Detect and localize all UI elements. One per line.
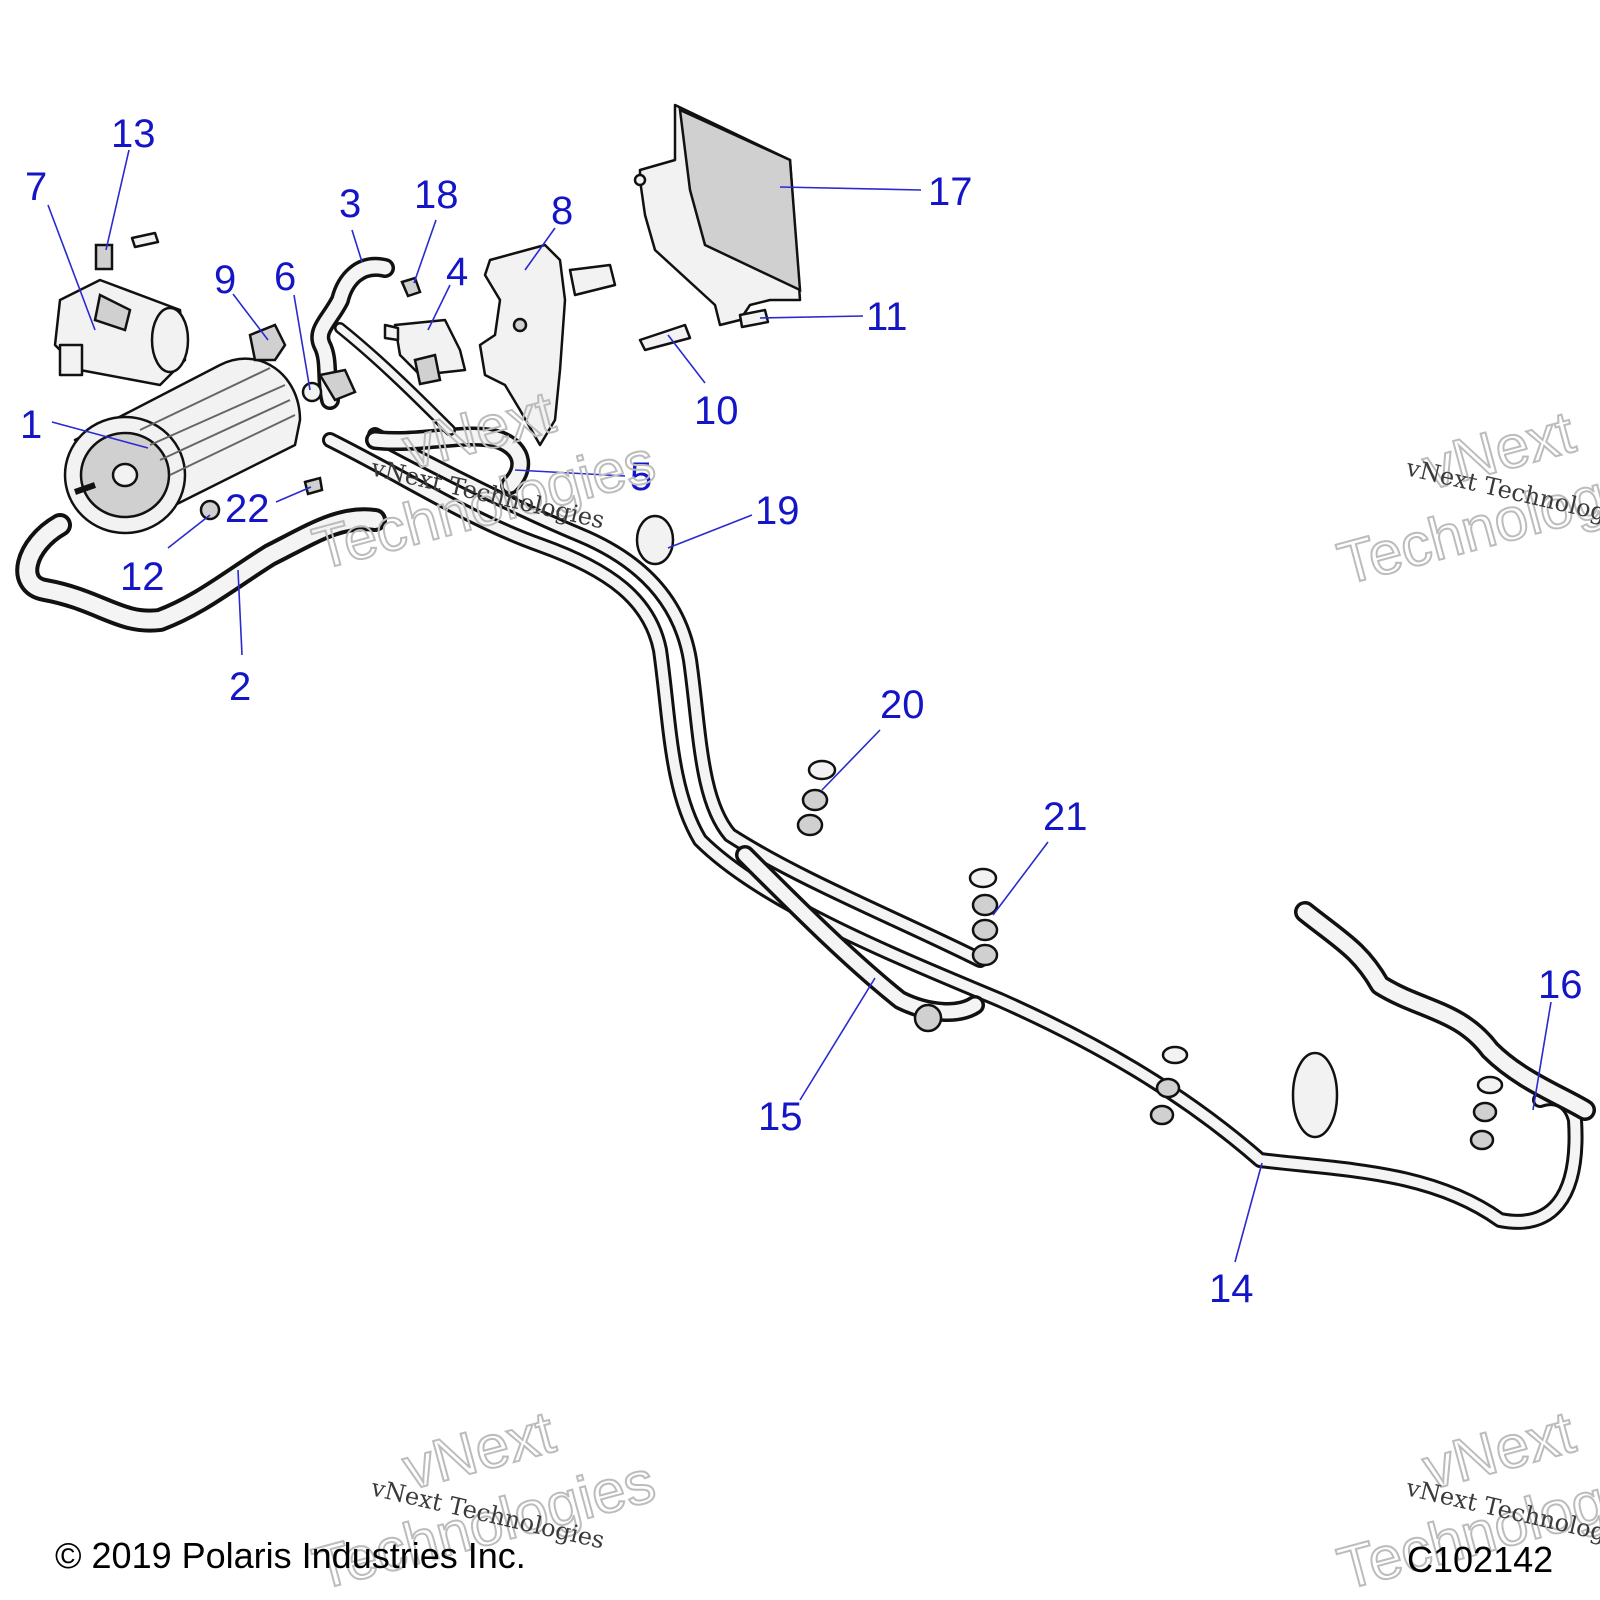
callout-14: 14 — [1209, 1267, 1254, 1311]
cable-tie — [1291, 1051, 1339, 1139]
nut-12 — [199, 499, 221, 521]
callout-13: 13 — [111, 112, 156, 156]
bolt-11 — [738, 308, 770, 329]
callout-6: 6 — [274, 255, 296, 299]
callout-labels: 1 2 3 4 5 6 7 8 9 10 11 12 13 14 15 16 1… — [20, 112, 1583, 1311]
clip-13 — [94, 243, 114, 271]
callout-22: 22 — [225, 487, 270, 531]
callout-5: 5 — [630, 455, 652, 499]
callout-3: 3 — [339, 182, 361, 226]
callout-7: 7 — [25, 165, 47, 209]
clip-stack-14b — [1469, 1075, 1504, 1151]
purge-valve — [383, 318, 467, 386]
clamp-6 — [301, 368, 357, 403]
callout-10: 10 — [694, 389, 739, 433]
callout-11: 11 — [866, 295, 908, 339]
callout-17: 17 — [928, 170, 973, 214]
copyright-text: © 2019 Polaris Industries Inc. — [55, 1535, 526, 1576]
callout-16: 16 — [1538, 963, 1583, 1007]
callout-18: 18 — [414, 173, 459, 217]
canister-box — [53, 278, 190, 387]
hose-group — [15, 256, 1596, 1230]
callout-20: 20 — [880, 683, 925, 727]
callout-9: 9 — [214, 258, 236, 302]
clip-stack-21 — [968, 867, 999, 967]
screw-13 — [130, 231, 160, 249]
clamp-19 — [635, 514, 675, 566]
clip-stack-20 — [796, 759, 837, 837]
callout-12: 12 — [120, 555, 165, 599]
canister — [63, 357, 302, 535]
callout-15: 15 — [758, 1095, 803, 1139]
clip-stack-14a — [1149, 1045, 1189, 1126]
diagram-id: C102142 — [1407, 1539, 1553, 1580]
callout-4: 4 — [446, 250, 468, 294]
callout-21: 21 — [1043, 795, 1088, 839]
bracket — [478, 243, 617, 447]
watermark-upper-right: vNext Technologies vNext Technologies — [1330, 397, 1600, 598]
clamp-18 — [400, 276, 422, 298]
leader-lines — [47, 149, 1552, 1263]
connector-9 — [248, 323, 287, 362]
callout-8: 8 — [551, 189, 573, 233]
clip-22 — [303, 476, 324, 496]
bolt-10 — [638, 323, 692, 352]
fitting-15 — [913, 1003, 943, 1033]
heat-shield — [633, 103, 802, 327]
callout-19: 19 — [755, 489, 800, 533]
callout-1: 1 — [20, 403, 42, 447]
callout-2: 2 — [229, 665, 251, 709]
